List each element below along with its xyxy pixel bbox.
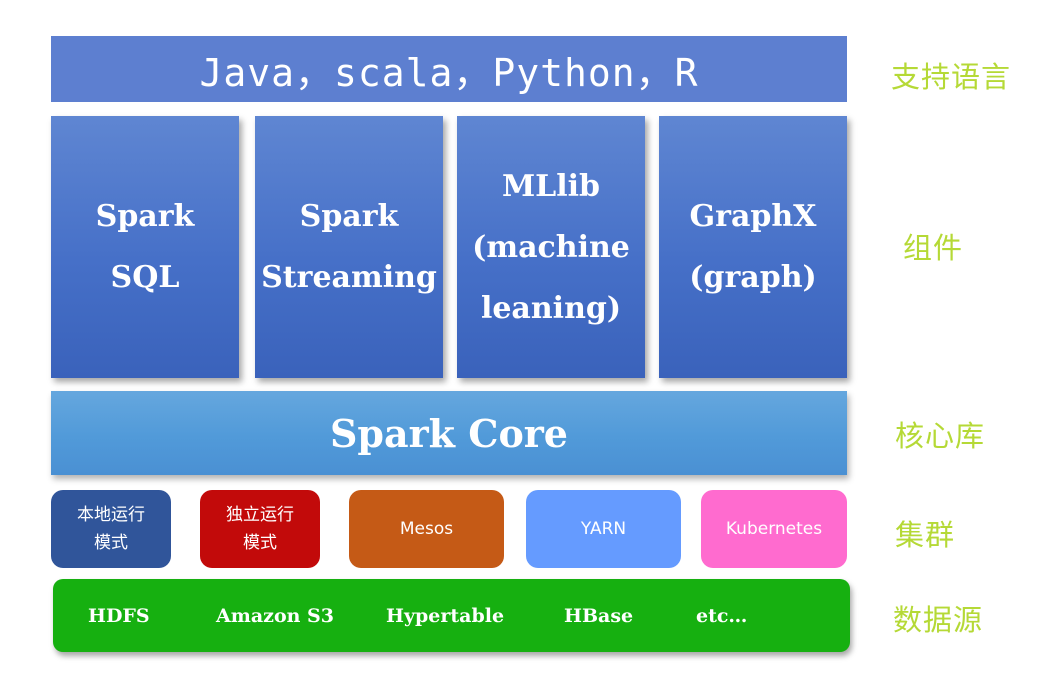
data-source-etc: etc… [696, 604, 748, 627]
cluster-line: 模式 [94, 533, 128, 553]
cluster-local-mode: 本地运行 模式 [51, 490, 171, 568]
cluster-kubernetes: Kubernetes [701, 490, 847, 568]
component-line: Spark [95, 199, 195, 234]
component-line: Spark [299, 199, 399, 234]
cluster-yarn: YARN [526, 490, 681, 568]
component-line: MLlib [501, 168, 601, 204]
component-line: Streaming [261, 260, 437, 295]
data-sources-bar: HDFS Amazon S3 Hypertable HBase etc… [53, 579, 850, 652]
side-label-components: 组件 [903, 231, 964, 265]
data-source-hypertable: Hypertable [386, 604, 505, 627]
component-line: SQL [110, 260, 180, 295]
cluster-line: 模式 [243, 533, 277, 553]
component-line: GraphX [689, 199, 817, 234]
languages-text: Java，scala，Python，R [199, 50, 699, 95]
side-label-languages: 支持语言 [891, 60, 1012, 94]
side-label-clusters: 集群 [895, 518, 956, 552]
component-line: (graph) [689, 260, 817, 295]
component-spark-streaming: Spark Streaming [255, 116, 443, 378]
side-label-core: 核心库 [895, 419, 986, 453]
component-mllib: MLlib (machine leaning) [457, 116, 645, 378]
data-source-hbase: HBase [564, 604, 634, 627]
spark-core-text: Spark Core [329, 410, 568, 456]
languages-bar: Java，scala，Python，R [51, 36, 847, 102]
cluster-mesos: Mesos [349, 490, 504, 568]
side-label-data-sources: 数据源 [893, 603, 984, 637]
spark-core-bar: Spark Core [51, 391, 847, 475]
cluster-standalone-mode: 独立运行 模式 [200, 490, 320, 568]
cluster-line: 独立运行 [226, 505, 294, 525]
data-source-hdfs: HDFS [88, 604, 150, 627]
cluster-line: Mesos [399, 519, 454, 539]
component-line: (machine [472, 229, 630, 265]
cluster-line: YARN [580, 519, 627, 539]
cluster-line: 本地运行 [77, 505, 145, 525]
data-source-amazon-s3: Amazon S3 [216, 604, 334, 627]
cluster-line: Kubernetes [725, 519, 823, 539]
component-line: leaning) [480, 290, 622, 326]
component-graphx: GraphX (graph) [659, 116, 847, 378]
component-spark-sql: Spark SQL [51, 116, 239, 378]
